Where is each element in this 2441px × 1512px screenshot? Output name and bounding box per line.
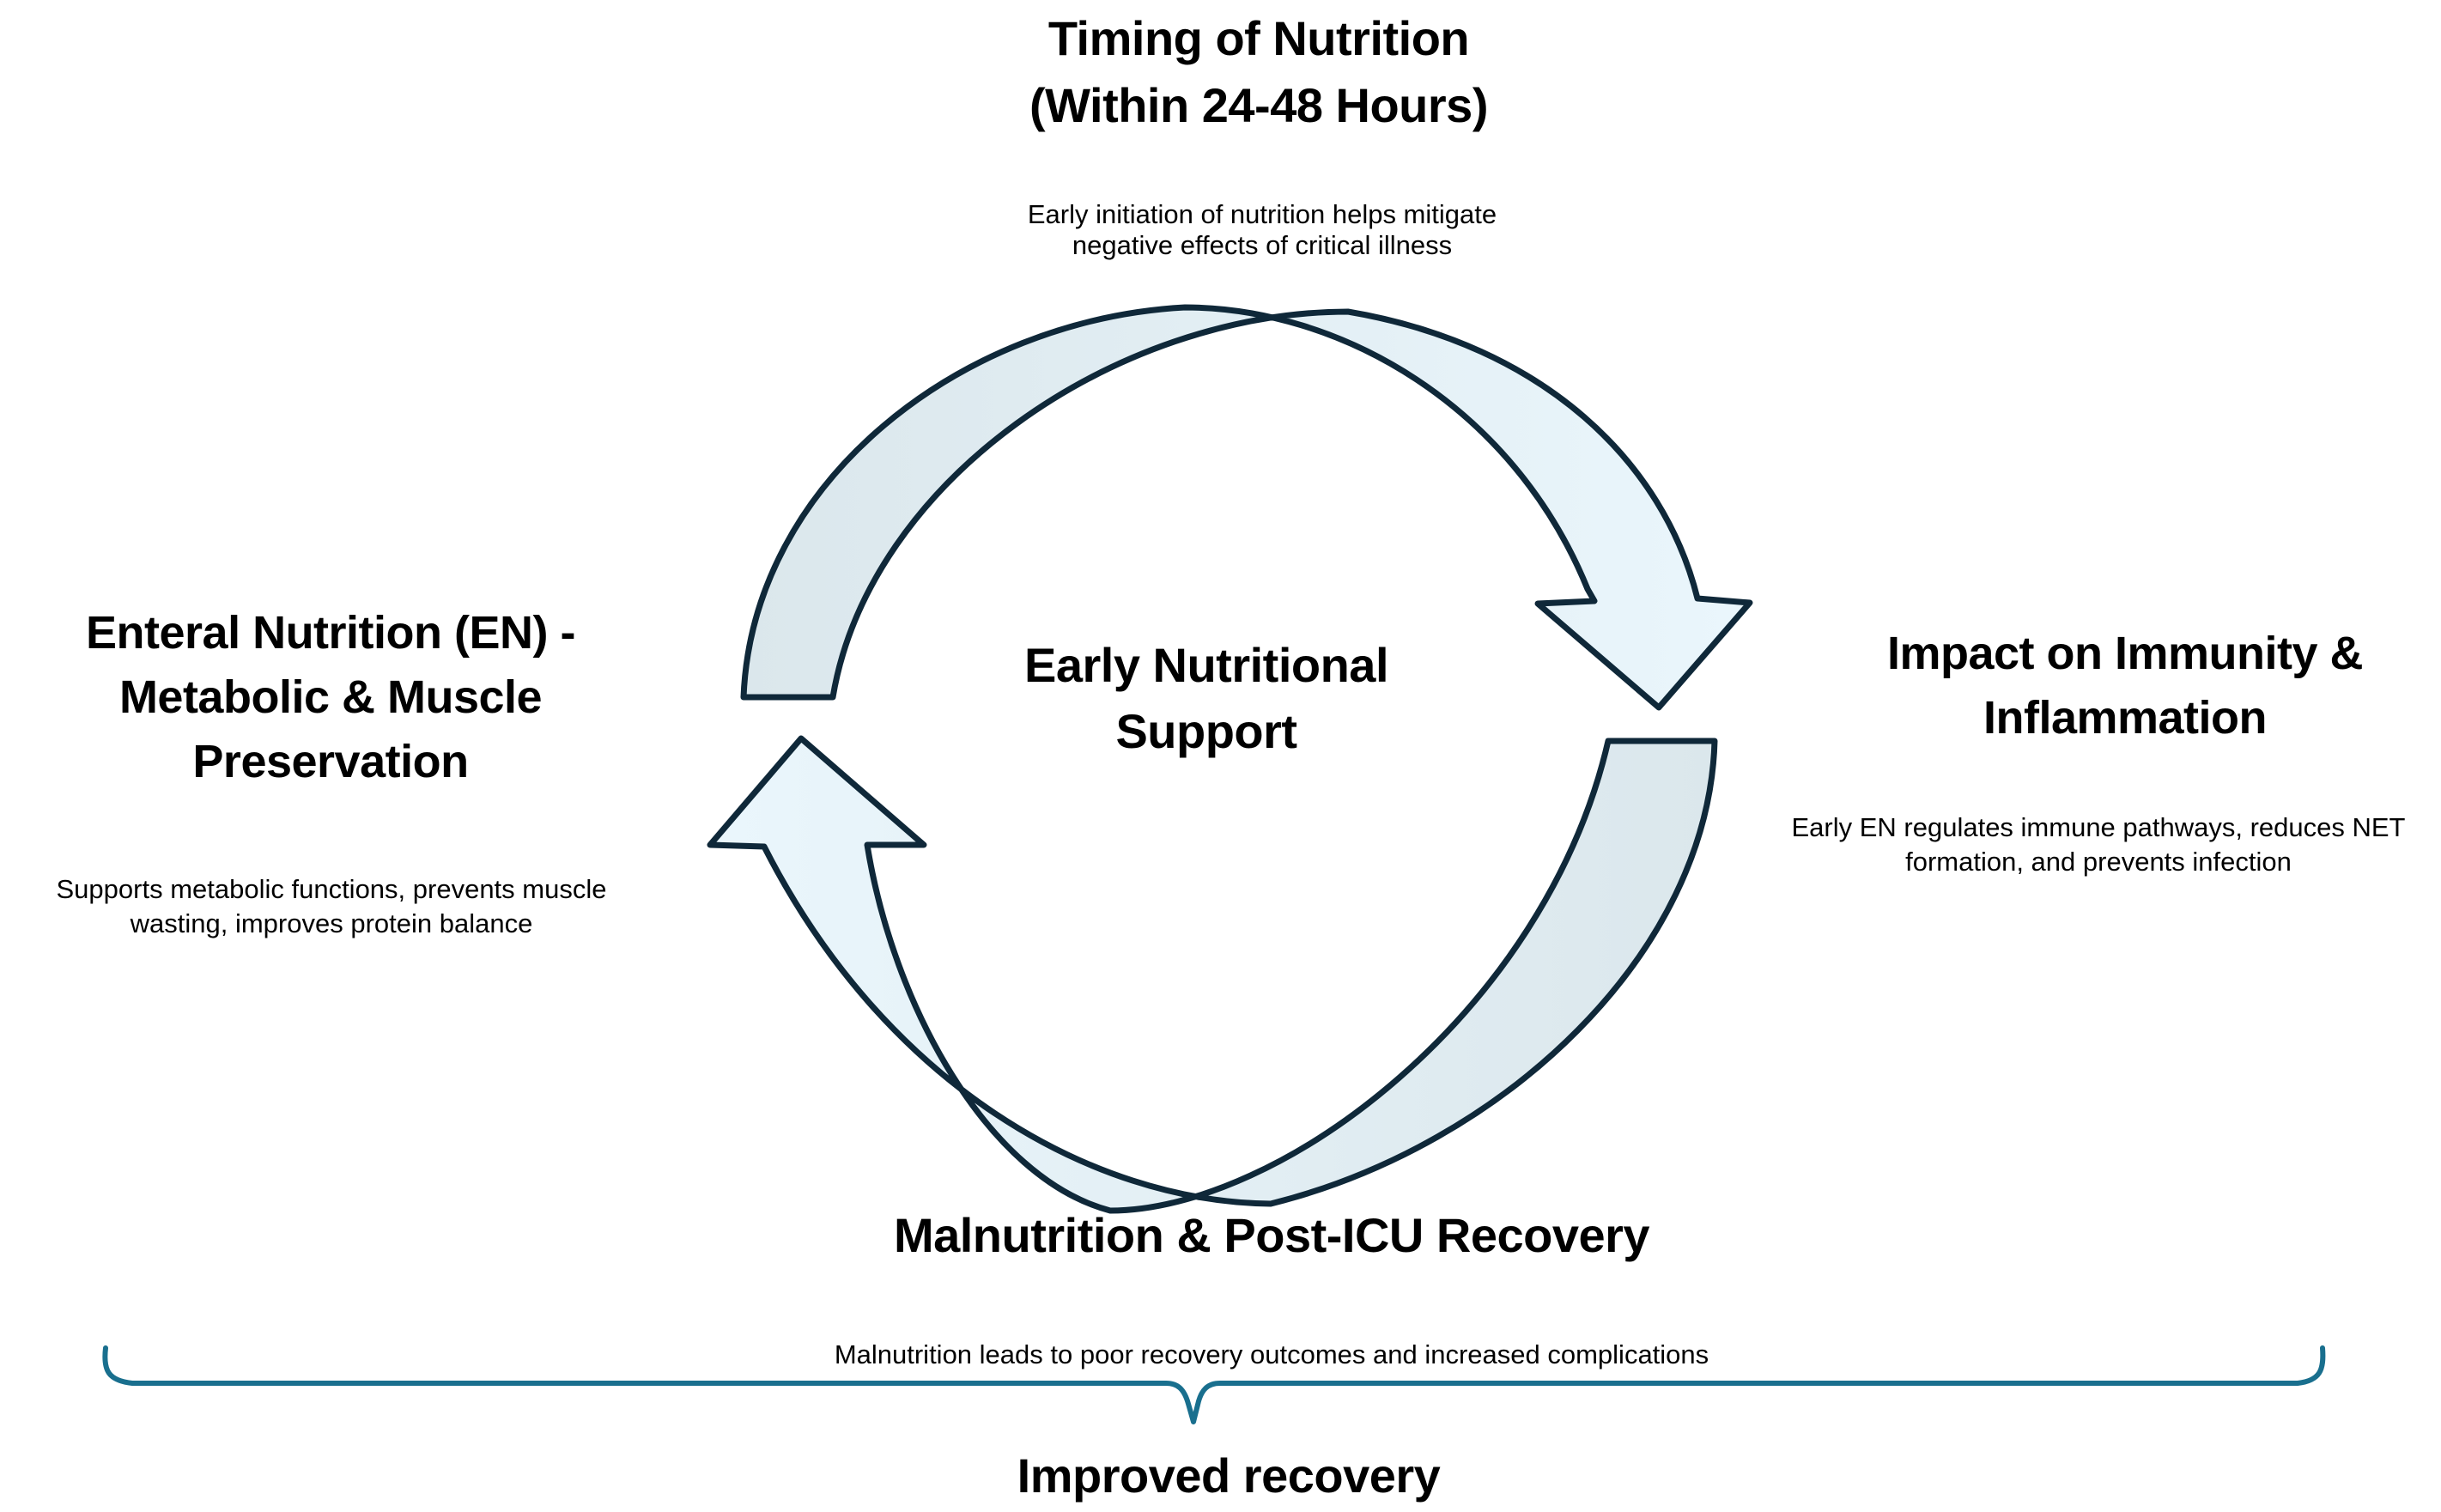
- bottom-node-subtitle: Malnutrition leads to poor recovery outc…: [834, 1339, 1709, 1369]
- center-node-label: Early Nutritional Support: [863, 632, 1550, 764]
- text-line: wasting, improves protein balance: [130, 908, 533, 938]
- right-node-subtitle: Early EN regulates immune pathways, redu…: [1755, 811, 2441, 879]
- text-line: Metabolic & Muscle: [118, 671, 543, 723]
- text-line: negative effects of critical illness: [1072, 230, 1453, 260]
- brace-icon: [102, 1345, 2326, 1424]
- left-node-subtitle: Supports metabolic functions, prevents m…: [31, 872, 632, 941]
- top-node-title: Timing of Nutrition (Within 24-48 Hours): [658, 5, 1860, 139]
- text-line: Support: [1115, 704, 1297, 758]
- text-line: Enteral Nutrition (EN) -: [86, 607, 575, 659]
- cycle-arrow-top-icon: [740, 304, 1753, 711]
- text-line: Early Nutritional: [1023, 638, 1389, 692]
- top-node-subtitle: Early initiation of nutrition helps miti…: [661, 199, 1863, 261]
- cycle-arrow-bottom-icon: [707, 735, 1718, 1214]
- text-line: Preservation: [192, 736, 469, 787]
- text-line: formation, and prevents infection: [1905, 847, 2292, 877]
- text-line: Timing of Nutrition: [1047, 11, 1470, 65]
- text-line: Inflammation: [1983, 692, 2268, 744]
- text-line: Early EN regulates immune pathways, redu…: [1791, 812, 2406, 842]
- text-line: Early initiation of nutrition helps miti…: [1027, 199, 1497, 229]
- bottom-node-heading: Malnutrition & Post-ICU Recovery: [893, 1208, 1650, 1262]
- text-line: Impact on Immunity &: [1886, 628, 2364, 679]
- right-node-heading: Impact on Immunity & Inflammation: [1825, 622, 2426, 750]
- footer-label: Improved recovery: [1017, 1448, 1441, 1503]
- text-line: Supports metabolic functions, prevents m…: [56, 874, 607, 904]
- text-line: (Within 24-48 Hours): [1029, 78, 1488, 132]
- left-node-heading: Enteral Nutrition (EN) - Metabolic & Mus…: [30, 601, 631, 794]
